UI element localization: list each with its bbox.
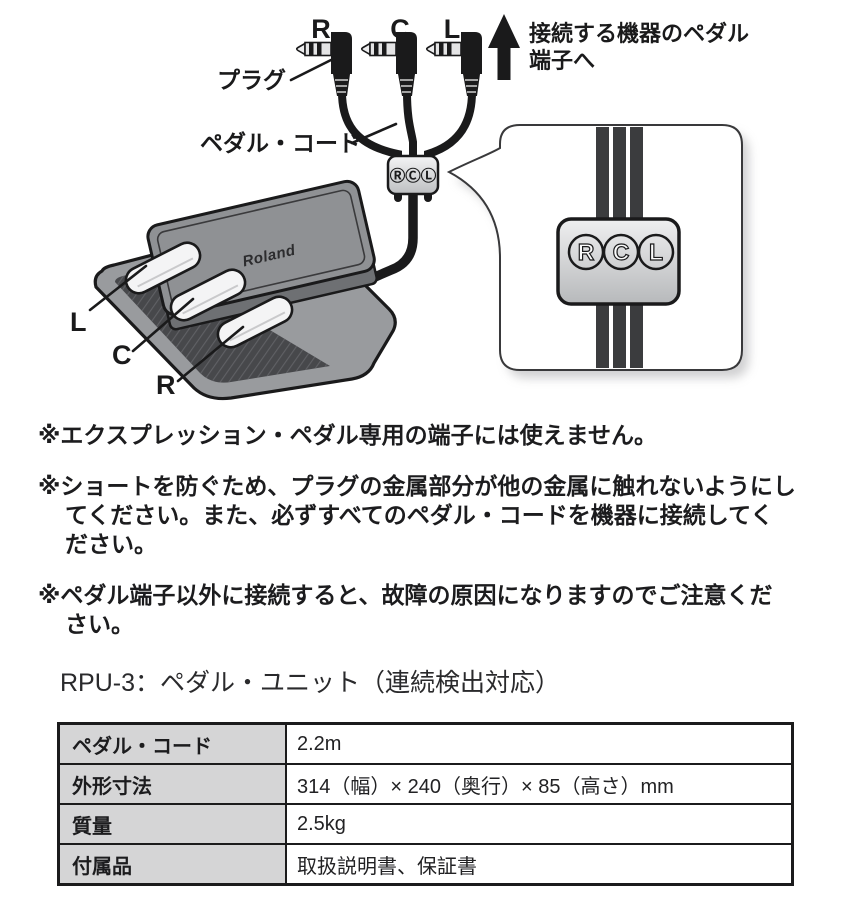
- note-expression-pedal: ※エクスプレッション・ペダル専用の端子には使えません。: [38, 421, 657, 450]
- table-row: 外形寸法 314（幅）× 240（奥行）× 85（高さ）mm: [57, 763, 794, 805]
- pedal-unit-illustration: Roland: [93, 179, 397, 401]
- note-line: さい。: [65, 611, 134, 637]
- zoom-tag-letter-r: R: [578, 239, 595, 265]
- up-arrow-icon: [488, 14, 520, 80]
- arrow-note-line1: 接続する機器のペダル: [529, 21, 749, 46]
- pedal-cords: [338, 88, 476, 202]
- spec-label-cord: ペダル・コード: [57, 722, 287, 765]
- pedal-r: [216, 295, 294, 349]
- plug-callout-label: プラグ: [217, 67, 286, 93]
- cable-tag-text: ⓇⒸⓁ: [390, 166, 437, 185]
- connection-diagram: R C L ⓇⒸⓁ 接続する機器のペダル 端子へ プラグ ペダル・コード: [70, 14, 749, 401]
- spec-value-dimensions: 314（幅）× 240（奥行）× 85（高さ）mm: [285, 763, 794, 805]
- spec-table: ペダル・コード 2.2m 外形寸法 314（幅）× 240（奥行）× 85（高さ…: [57, 722, 794, 886]
- pedal-label-l: L: [70, 307, 87, 337]
- pedal-label-r: R: [156, 370, 176, 400]
- table-row: 質量 2.5kg: [57, 803, 794, 845]
- note-line: ださい。: [65, 531, 157, 557]
- plug-label-l: L: [444, 14, 461, 44]
- cable-tag: ⓇⒸⓁ: [386, 154, 440, 196]
- note-line: ※ショートを防ぐため、プラグの金属部分が他の金属に触れないようにし: [38, 473, 796, 499]
- zoom-tag-letter-c: C: [613, 239, 630, 265]
- table-row: 付属品 取扱説明書、保証書: [57, 843, 794, 886]
- spec-label-accessories: 付属品: [57, 843, 287, 886]
- spec-label-dimensions: 外形寸法: [57, 763, 287, 805]
- note-line: ※エクスプレッション・ペダル専用の端子には使えません。: [38, 422, 657, 448]
- spec-value-weight: 2.5kg: [285, 803, 794, 845]
- pedal-c: [169, 268, 247, 322]
- main-cord: [347, 187, 418, 292]
- spec-label-weight: 質量: [57, 803, 287, 845]
- pedal-label-line-l: [88, 264, 148, 312]
- spec-value-accessories: 取扱説明書、保証書: [285, 843, 794, 886]
- product-title: RPU-3：ペダル・ユニット（連続検出対応）: [60, 669, 561, 697]
- note-line: ※ペダル端子以外に接続すると、故障の原因になりますのでご注意くだ: [38, 582, 773, 608]
- zoom-tag: R C L: [556, 217, 681, 306]
- callout-bubble: R C L: [448, 124, 749, 378]
- spec-value-cord: 2.2m: [285, 722, 794, 765]
- zoom-tag-letter-l: L: [649, 239, 663, 265]
- pedal-label-line-r: [176, 325, 245, 383]
- table-row: ペダル・コード 2.2m: [57, 722, 794, 765]
- cord-callout-line: [350, 122, 398, 145]
- note-line: てください。また、必ずすべてのペダル・コードを機器に接続してく: [65, 502, 774, 528]
- arrow-note-line2: 端子へ: [529, 48, 595, 73]
- pedal-label-line-c: [131, 297, 195, 353]
- note-wrong-jack: ※ペダル端子以外に接続すると、故障の原因になりますのでご注意くだ さい。: [38, 581, 772, 639]
- plug-callout-line: [289, 58, 333, 82]
- pedal-l: [124, 241, 202, 295]
- cord-callout-label: ペダル・コード: [200, 130, 361, 156]
- pedal-label-c: C: [112, 340, 132, 370]
- plug-label-r: R: [311, 14, 331, 44]
- note-short-circuit: ※ショートを防ぐため、プラグの金属部分が他の金属に触れないようにし てください。…: [38, 472, 796, 559]
